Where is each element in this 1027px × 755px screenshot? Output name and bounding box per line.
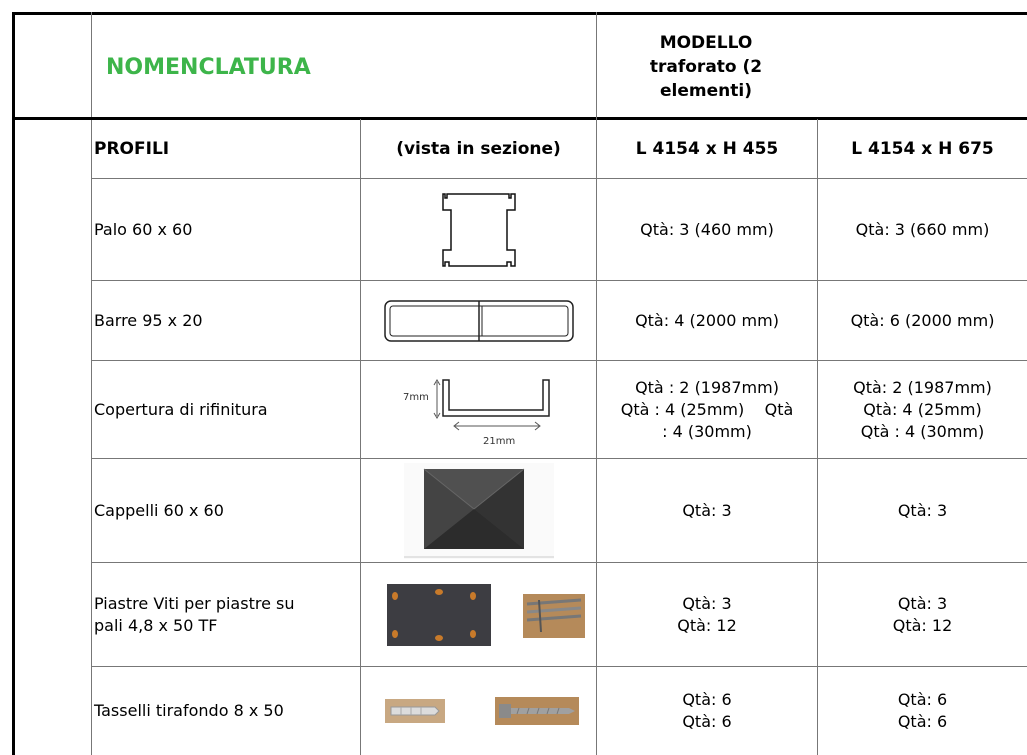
qty-barre-455: Qtà: 4 (2000 mm) [635, 310, 779, 330]
qty-cappelli-455: Qtà: 3 [682, 500, 732, 520]
qty-piastre-455: Qtà: 3 Qtà: 12 [677, 593, 737, 635]
gridline [91, 280, 1027, 281]
dim-width-label: 21mm [483, 436, 515, 447]
title-text: NOMENCLATURA [106, 55, 311, 80]
qty-piastre-675: Qtà: 3 Qtà: 12 [892, 593, 953, 635]
post-profile-icon [361, 179, 596, 280]
plate-photo-icon [361, 563, 596, 666]
qty-tasselli-675: Qtà: 6 Qtà: 6 [897, 690, 948, 731]
gridline [360, 119, 361, 755]
row-name-palo: Palo 60 x 60 [94, 219, 193, 239]
col-header-profili: PROFILI [94, 139, 170, 159]
col-header-size-455: L 4154 x H 455 [635, 139, 779, 159]
col-header-vista: (vista in sezione) [396, 139, 561, 159]
qty-copertura-675: Qtà: 2 (1987mm) Qtà: 4 (25mm) Qtà : 4 (3… [853, 377, 992, 441]
gridline [91, 562, 1027, 563]
gridline [91, 458, 1027, 459]
table-title: NOMENCLATURA [106, 40, 586, 95]
gridline [817, 119, 818, 755]
gridline [91, 178, 1027, 179]
table-border-top [12, 12, 1027, 15]
gridline [91, 666, 1027, 667]
row-name-tasselli: Tasselli tirafondo 8 x 50 [94, 701, 284, 720]
qty-palo-455: Qtà: 3 (460 mm) [640, 219, 774, 239]
anchor-photo-icon [361, 667, 596, 755]
qty-copertura-455: Qtà : 2 (1987mm) Qtà : 4 (25mm) Qtà : 4 … [620, 377, 794, 441]
header-separator [12, 117, 1027, 120]
cap-photo-icon [361, 459, 596, 562]
qty-barre-675: Qtà: 6 (2000 mm) [850, 310, 995, 330]
row-name-cappelli: Cappelli 60 x 60 [94, 500, 224, 520]
gridline [91, 12, 92, 755]
qty-palo-675: Qtà: 3 (660 mm) [855, 219, 990, 239]
row-name-piastre: Piastre Viti per piastre su pali 4,8 x 5… [94, 593, 295, 635]
bar-profile-icon [361, 281, 596, 360]
qty-tasselli-455: Qtà: 6 Qtà: 6 [682, 690, 732, 731]
qty-cappelli-675: Qtà: 3 [897, 500, 948, 520]
table-border-left [12, 12, 15, 755]
col-header-size-675: L 4154 x H 675 [851, 139, 994, 159]
gridline [596, 12, 597, 755]
dim-height-label: 7mm [403, 392, 429, 403]
cover-profile-icon: 7mm 21mm [361, 361, 596, 458]
modello-header: MODELLO traforato (2 elementi) [649, 33, 763, 101]
row-name-barre: Barre 95 x 20 [94, 310, 203, 330]
row-name-copertura: Copertura di rifinitura [94, 399, 268, 419]
gridline [91, 360, 1027, 361]
